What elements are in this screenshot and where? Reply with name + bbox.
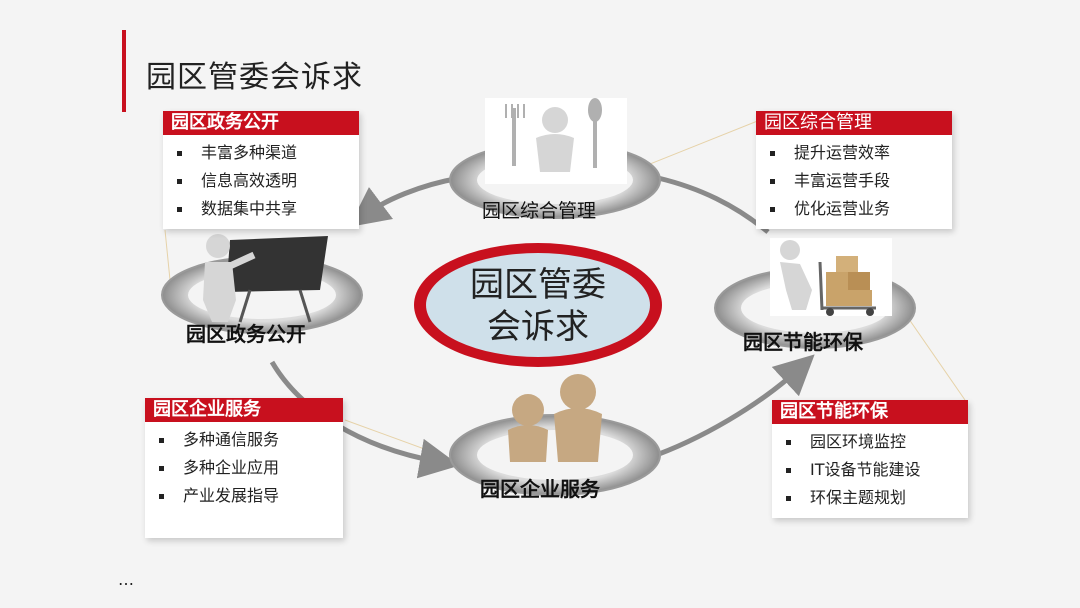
- list-item: 多种通信服务: [159, 426, 343, 454]
- list-item: 环保主题规划: [786, 484, 968, 512]
- list-item: 优化运营业务: [770, 195, 952, 223]
- info-box-top-left: 园区政务公开 丰富多种渠道 信息高效透明 数据集中共享: [163, 111, 359, 229]
- info-box-heading: 园区政务公开: [163, 111, 359, 135]
- list-item: 提升运营效率: [770, 139, 952, 167]
- node-label-left: 园区政务公开: [186, 322, 306, 346]
- list-item: IT设备节能建设: [786, 456, 968, 484]
- fork-spoon-figure-icon: [485, 98, 627, 184]
- info-box-top-right: 园区综合管理 提升运营效率 丰富运营手段 优化运营业务: [756, 111, 952, 229]
- node-label-bottom: 园区企业服务: [480, 477, 600, 501]
- center-ellipse: [414, 243, 662, 367]
- footer-ellipsis: …: [118, 570, 134, 589]
- info-box-list: 丰富多种渠道 信息高效透明 数据集中共享: [163, 135, 359, 229]
- center-label-line2: 会诉求: [487, 307, 589, 347]
- list-item: 数据集中共享: [177, 195, 359, 223]
- info-box-list: 园区环境监控 IT设备节能建设 环保主题规划: [772, 424, 968, 518]
- info-box-list: 提升运营效率 丰富运营手段 优化运营业务: [756, 135, 952, 229]
- page-title: 园区管委会诉求: [146, 60, 363, 95]
- list-item: 丰富多种渠道: [177, 139, 359, 167]
- center-label-line1: 园区管委: [470, 265, 606, 305]
- cart-boxes-figure-icon: [770, 238, 892, 316]
- info-box-heading: 园区企业服务: [145, 398, 343, 422]
- node-label-top: 园区综合管理: [482, 200, 597, 222]
- info-box-bottom-left: 园区企业服务 多种通信服务 多种企业应用 产业发展指导: [145, 398, 343, 538]
- list-item: 园区环境监控: [786, 428, 968, 456]
- list-item: 产业发展指导: [159, 482, 343, 510]
- two-people-figure-icon: [508, 374, 602, 462]
- info-box-bottom-right: 园区节能环保 园区环境监控 IT设备节能建设 环保主题规划: [772, 400, 968, 518]
- center-label: 园区管委 会诉求: [418, 264, 658, 348]
- info-box-list: 多种通信服务 多种企业应用 产业发展指导: [145, 422, 343, 516]
- node-label-right: 园区节能环保: [743, 330, 863, 354]
- list-item: 信息高效透明: [177, 167, 359, 195]
- info-box-heading: 园区综合管理: [756, 111, 952, 135]
- list-item: 丰富运营手段: [770, 167, 952, 195]
- info-box-heading: 园区节能环保: [772, 400, 968, 424]
- list-item: 多种企业应用: [159, 454, 343, 482]
- title-accent-bar: [122, 30, 126, 112]
- presenter-board-figure-icon: [203, 234, 328, 323]
